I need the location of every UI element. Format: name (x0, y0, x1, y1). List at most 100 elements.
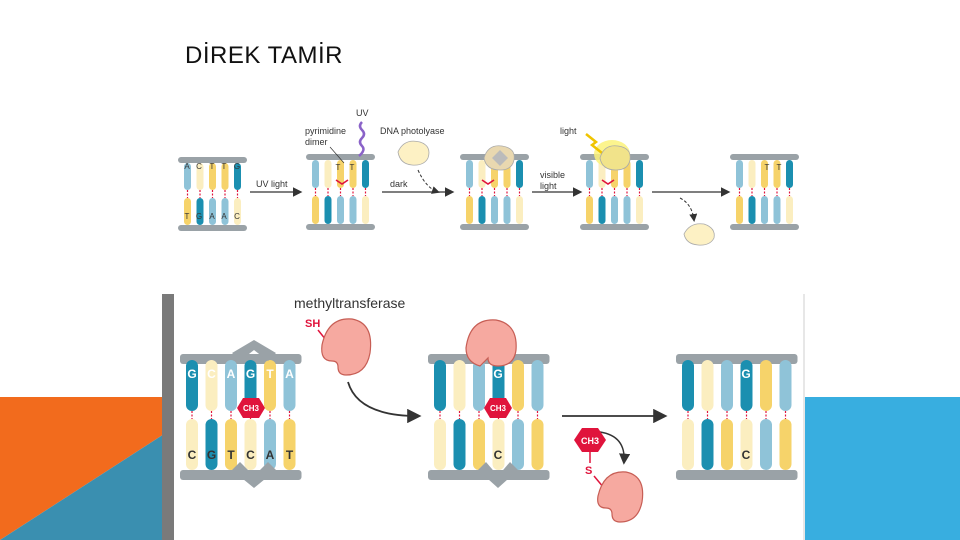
base-bottom (312, 196, 319, 224)
methyltransferase-released-icon (597, 471, 644, 523)
base-top (209, 163, 216, 190)
methyl-repair-bottom-base: C (742, 448, 751, 462)
base-top (466, 160, 473, 188)
base-bottom (492, 419, 505, 470)
base-top (234, 163, 241, 190)
base-bottom (234, 198, 241, 225)
base-top (264, 360, 276, 411)
ch3-hexagon (237, 398, 265, 418)
released-ch3-label: CH3 (581, 436, 599, 446)
base-top (453, 360, 466, 411)
dna1-bottom-base-4: A (221, 212, 227, 221)
methyl-transfer-arrow (347, 381, 422, 424)
base-top (701, 360, 714, 411)
base-bottom (736, 196, 743, 224)
base-bottom (623, 196, 631, 224)
ch3-label: CH3 (243, 404, 260, 413)
methyl-dna1-top-base: G (246, 367, 255, 381)
base-top (312, 160, 319, 188)
dimer-mark (481, 179, 495, 185)
methyl-dna1-bottom-base: C (246, 448, 255, 462)
base-top (760, 360, 772, 411)
released-ch3-hexagon (574, 428, 606, 452)
base-bottom (186, 419, 198, 470)
base-bottom (349, 196, 357, 224)
base-bottom (636, 196, 643, 224)
methyl-dna1-bottom-base: A (266, 448, 275, 462)
base-top (736, 160, 743, 188)
base-top (184, 163, 191, 190)
dna1-top-base-3: T (210, 162, 215, 171)
photolyase-diagram: A C T T G T G A A C UV light UV pyrimidi… (178, 108, 799, 246)
uv-light-label: UV light (256, 179, 288, 189)
base-bottom (748, 196, 756, 224)
dna1-top-base-2: C (196, 162, 202, 171)
dna2-dimer-base-1: T (336, 163, 341, 172)
dna2-dimer-base-2: T (350, 163, 355, 172)
photolyase-enzyme-lit-icon (599, 145, 631, 171)
base-top (221, 163, 229, 190)
methyl-dna1-bottom-base: G (207, 448, 216, 462)
base-bottom (466, 196, 473, 224)
lightning-icon (585, 133, 603, 154)
backbone-bottom (580, 224, 649, 230)
base-top (186, 360, 198, 411)
dimer-mark (601, 179, 615, 185)
photolyase-dna-1 (178, 157, 247, 231)
base-bottom (701, 419, 714, 470)
methyl-dna1-top-base: G (187, 367, 196, 381)
sky-corner-shape (805, 397, 960, 540)
base-bottom (786, 196, 793, 224)
dna5-base-2: T (777, 163, 782, 172)
base-top (748, 160, 756, 188)
dimer-pointer-line (329, 146, 345, 164)
base-bottom (773, 196, 781, 224)
base-top (283, 360, 296, 411)
methyl-repair-bottom-base: C (494, 448, 503, 462)
base-bottom (531, 419, 544, 470)
base-bottom (184, 198, 191, 225)
base-bottom (516, 196, 523, 224)
dimer-mark (335, 179, 349, 185)
base-top (478, 160, 486, 188)
base-top (682, 360, 694, 411)
dna2-bottom-kink (478, 462, 518, 488)
base-bottom (196, 198, 204, 225)
base-top (779, 360, 792, 411)
base-top (636, 160, 643, 188)
base-top (349, 160, 357, 188)
base-bottom (740, 419, 753, 470)
base-bottom (283, 419, 296, 470)
base-bottom (491, 196, 498, 224)
methyl-dna1-top-base: A (227, 367, 236, 381)
base-top (761, 160, 768, 188)
dark-curve-arrow (417, 169, 440, 194)
photolyase-enzyme-released-icon (683, 223, 715, 246)
base-top (786, 160, 793, 188)
base-bottom (761, 196, 768, 224)
base-top (586, 160, 593, 188)
methyl-repair-top-base: G (493, 367, 502, 381)
photolyase-dna-2 (306, 154, 375, 230)
base-top (721, 360, 733, 411)
uv-label: UV (356, 108, 369, 118)
base-bottom (598, 196, 606, 224)
dna1-bottom-kink (232, 462, 276, 488)
base-bottom (586, 196, 593, 224)
base-top (740, 360, 753, 411)
base-bottom (221, 198, 229, 225)
base-bottom (779, 419, 792, 470)
light-label: light (560, 126, 577, 136)
dna1-top-kink (232, 340, 276, 361)
ch3-label: CH3 (490, 404, 507, 413)
methyl-dna-3 (676, 354, 798, 480)
methyl-dna1-top-base: A (285, 367, 294, 381)
backbone-top (306, 154, 375, 160)
base-top (434, 360, 446, 411)
dna1-top-base-1: A (184, 162, 190, 171)
base-top (473, 360, 485, 411)
methyl-dna1-bottom-base: C (188, 448, 197, 462)
ch3-release-curve-arrow (599, 431, 631, 465)
